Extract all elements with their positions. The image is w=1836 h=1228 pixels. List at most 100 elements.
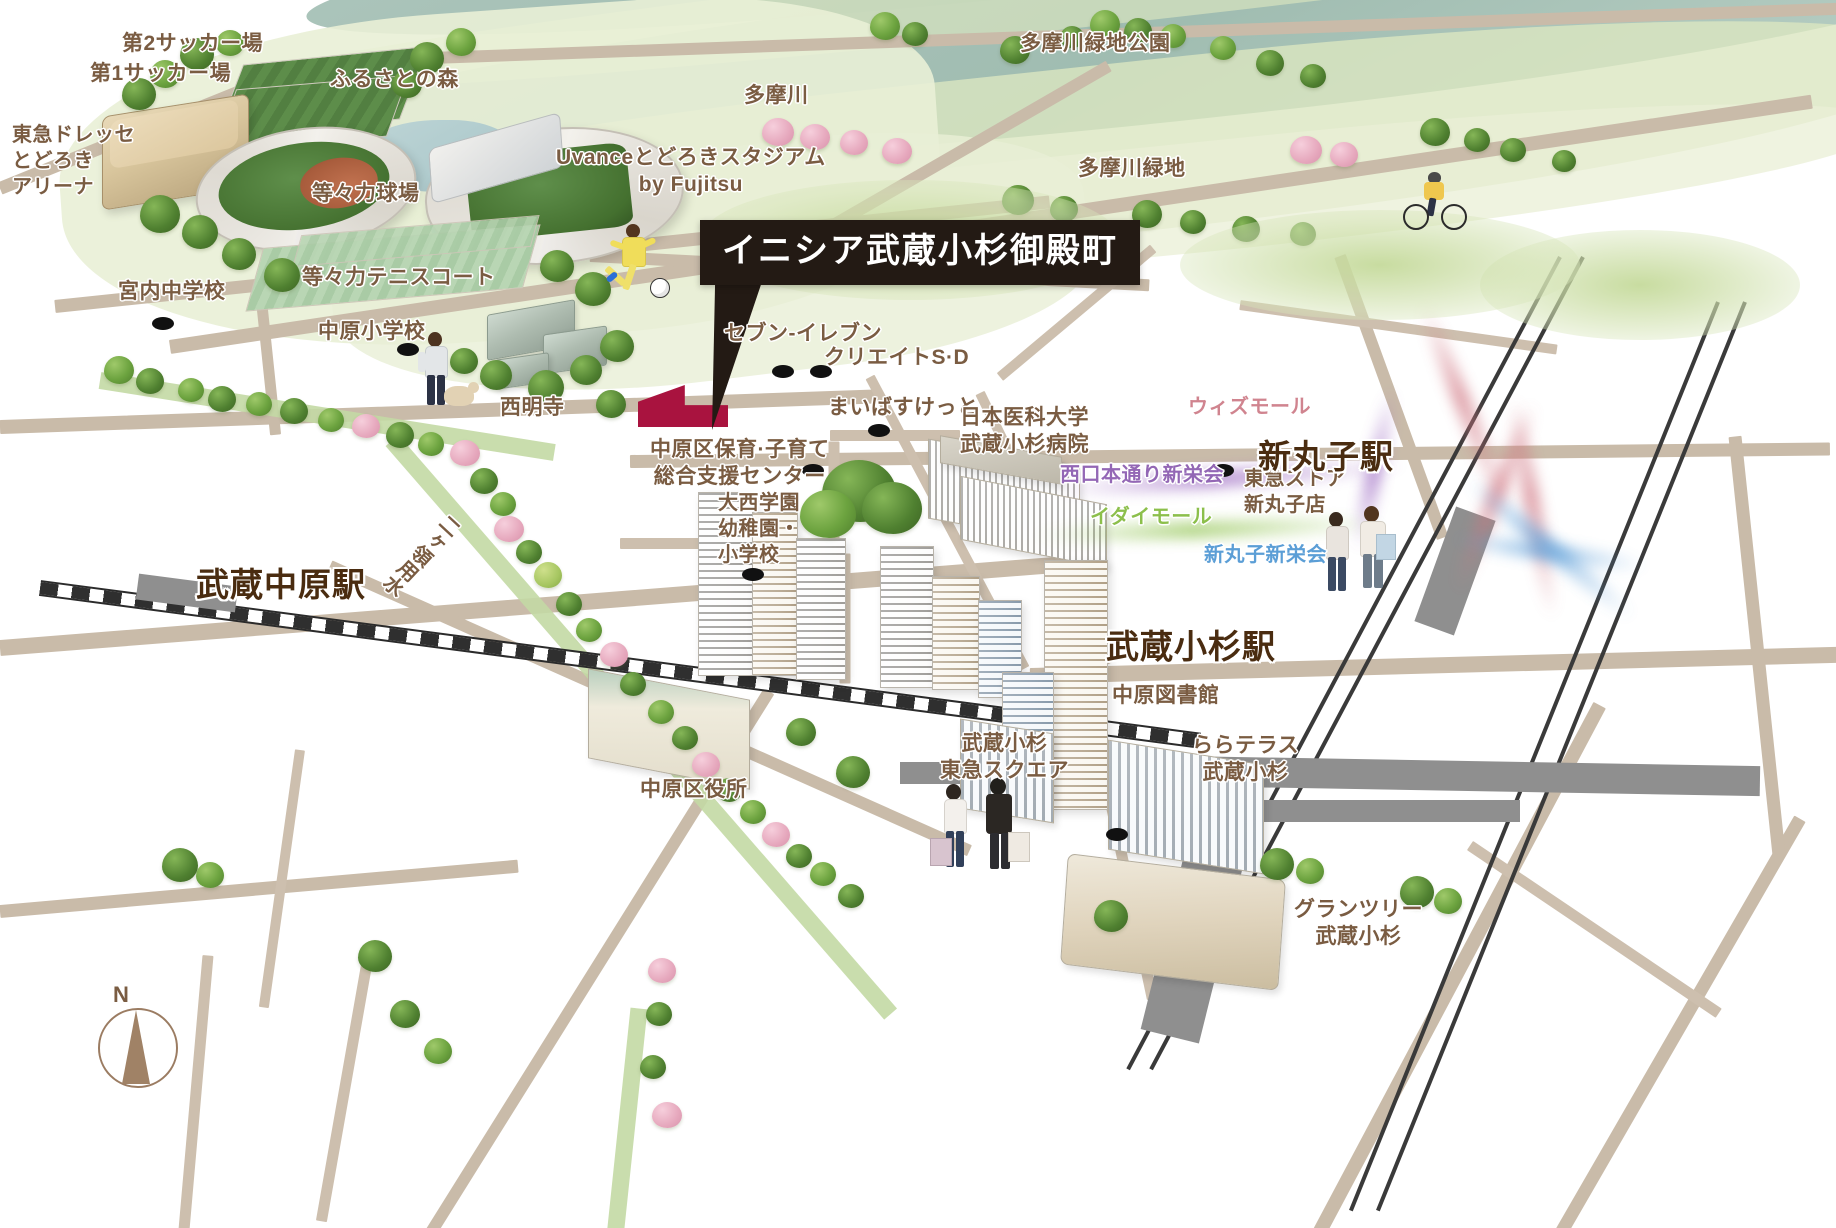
road-bottom-right-diag-2 xyxy=(1554,815,1806,1228)
compass-north-label: N xyxy=(113,982,129,1007)
tree-canal xyxy=(838,884,864,908)
tree-canal xyxy=(810,862,836,886)
label-soccer-field-1: 第1サッカー場 xyxy=(90,62,232,85)
label-tamagawa-park: 多摩川緑地公園 xyxy=(1020,32,1171,55)
tree-canal xyxy=(648,700,674,724)
label-soccer-field-2: 第2サッカー場 xyxy=(122,32,264,55)
label-tamagawa: 多摩川 xyxy=(744,84,809,107)
tree-cluster xyxy=(216,30,244,56)
shopping-bag xyxy=(930,838,952,866)
tree-canal xyxy=(104,356,134,384)
rail-jr-line-b xyxy=(1376,301,1747,1212)
label-todoroki-tennis-courts: 等々力テニスコート xyxy=(302,266,496,289)
label-nakahara-elementary: 中原小学校 xyxy=(318,320,426,343)
tower-mansion-e xyxy=(932,576,980,690)
tree-canal-sakura xyxy=(648,958,676,983)
tree-cluster xyxy=(180,38,214,70)
tree-canal-sakura xyxy=(692,752,720,777)
tower-mansion-d xyxy=(880,546,934,688)
label-nakahara-library: 中原図書館 xyxy=(1112,684,1220,707)
label-seven-eleven: セブン-イレブン xyxy=(724,322,882,345)
property-callout[interactable]: イニシア武蔵小杉御殿町 xyxy=(700,220,1140,286)
label-furusato-forest: ふるさとの森 xyxy=(330,68,459,91)
tree-riverside xyxy=(1464,128,1490,152)
tree-riverside xyxy=(1256,50,1284,76)
tree-riverside xyxy=(1420,118,1450,146)
label-nikaryo-canal: 二ヶ領用水 xyxy=(377,509,464,600)
tree-riverside xyxy=(1090,10,1120,38)
shoulder-bag xyxy=(1376,534,1396,560)
poi-dot-create-sd xyxy=(810,365,832,378)
grass-patch xyxy=(1180,210,1580,320)
dog-walker-figure xyxy=(416,332,456,412)
tree-canal xyxy=(740,800,766,824)
tree-scattered xyxy=(424,1038,452,1064)
tree-riverside xyxy=(1552,150,1576,172)
tree-riverside xyxy=(870,12,900,40)
nikaryo-canal-lower xyxy=(592,1007,648,1228)
tree-riverside xyxy=(1300,64,1326,88)
soccer-player-figure xyxy=(604,224,662,300)
label-nakahara-ward-office: 中原区役所 xyxy=(640,778,748,801)
tree-hospital xyxy=(1400,876,1434,908)
bicycle-wheel-rear xyxy=(1403,204,1429,230)
poi-dot-onishi-gakuen xyxy=(742,568,764,581)
station-label-musashi-kosugi: 武蔵小杉駅 xyxy=(1106,628,1276,665)
tree-sakura xyxy=(840,130,868,155)
dog-figure xyxy=(444,386,474,406)
dog-head xyxy=(468,382,479,393)
road-bottom-curve xyxy=(0,859,519,918)
tower-mansion-c xyxy=(796,538,846,680)
poi-dot-nakahara-library xyxy=(1106,828,1128,841)
tree-riverside xyxy=(1160,24,1186,48)
tree-riverside xyxy=(1060,26,1084,48)
compass-ring xyxy=(98,1008,178,1088)
tree-cluster xyxy=(450,348,478,374)
label-todoroki-ballpark: 等々力球場 xyxy=(312,182,420,205)
tree-bigcluster xyxy=(800,490,856,538)
tree-riverside xyxy=(1000,36,1030,64)
tree-cluster xyxy=(150,60,180,88)
compass-needle xyxy=(122,1010,150,1084)
tree-canal-sakura xyxy=(352,414,380,438)
tree-cluster xyxy=(600,330,634,362)
label-nishiguchi-hondori-shinei-kai: 西口本通り新栄会 xyxy=(1060,464,1224,486)
tree-scattered xyxy=(1094,900,1128,932)
tree-sakura xyxy=(800,124,830,150)
tree-riverside xyxy=(1180,210,1206,234)
soccer-ball xyxy=(650,278,670,298)
tree-cluster xyxy=(122,78,156,110)
tree-cluster xyxy=(596,390,626,418)
label-musashikosugi-tokyu-square: 武蔵小杉 東急スクエア xyxy=(940,732,1069,783)
tree-cluster xyxy=(446,28,476,56)
poi-dot-shin-maruko-station xyxy=(1212,464,1234,477)
label-maibasuketto: まいばすけっと xyxy=(828,396,979,419)
tree-riverside xyxy=(1210,36,1236,60)
label-nippon-medical-hospital: 日本医科大学 武蔵小杉病院 xyxy=(960,406,1089,457)
tree-canal xyxy=(178,378,204,402)
label-grand-tree-musashikosugi: グランツリー 武蔵小杉 xyxy=(1294,898,1423,949)
tree-canal xyxy=(716,778,742,802)
tree-cluster xyxy=(264,258,300,292)
tree-canal xyxy=(246,392,272,416)
label-saimyoji-temple: 西明寺 xyxy=(500,396,565,419)
tree-hospital xyxy=(1260,848,1294,880)
station-label-musashi-nakahara: 武蔵中原駅 xyxy=(196,566,366,603)
label-shinmaruko-shinei-kai: 新丸子新栄会 xyxy=(1204,544,1327,566)
label-onishi-gakuen: 大西学園 幼稚園・ 小学校 xyxy=(718,492,800,566)
tree-canal xyxy=(470,468,498,494)
road-left-vertical-2 xyxy=(178,955,214,1228)
tree-scattered xyxy=(836,756,870,788)
tree-riverside xyxy=(1500,138,1526,162)
tree-scattered xyxy=(162,848,198,882)
tree-cluster xyxy=(570,355,602,385)
tree-cluster xyxy=(182,215,218,249)
tree-canal xyxy=(786,844,812,868)
tree-hospital xyxy=(1434,888,1462,914)
tree-cluster xyxy=(410,42,444,74)
tower-kosugi-tower xyxy=(1044,560,1108,810)
label-miyauchi-junior-high: 宮内中学校 xyxy=(118,280,226,303)
tree-cluster xyxy=(575,272,611,306)
road-east-block-2 xyxy=(1466,840,1722,1018)
